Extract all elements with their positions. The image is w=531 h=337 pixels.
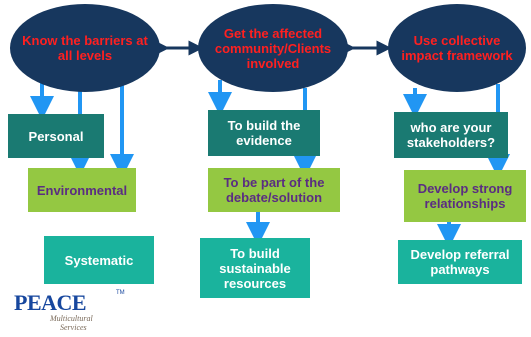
box-personal-text: Personal (28, 128, 84, 144)
box-personal: Personal (8, 114, 104, 158)
box-environmental-text: Environmental (36, 182, 128, 198)
box-referral-pathways-text: Develop referral pathways (410, 247, 510, 277)
oval-barriers: Know the barriers at all levels (10, 4, 160, 92)
oval-barriers-text: Know the barriers at all levels (22, 33, 148, 63)
box-stakeholders: who are your stakeholders? (394, 112, 508, 158)
logo-tm: TM (116, 290, 125, 296)
box-relationships: Develop strong relationships (404, 170, 526, 222)
box-build-evidence: To build the evidence (208, 110, 320, 156)
logo-word: PEACE (14, 290, 87, 315)
logo-subtitle-line1: Multicultural (50, 314, 93, 323)
peace-logo: PEACE TM Multicultural Services (14, 282, 144, 332)
box-sustainable-resources-text: To build sustainable resources (219, 245, 291, 291)
oval-collective-impact-text: Use collective impact framework (401, 33, 513, 63)
box-sustainable-resources: To build sustainable resources (200, 238, 310, 298)
oval-collective-impact: Use collective impact framework (388, 4, 526, 92)
box-stakeholders-text: who are your stakeholders? (406, 120, 496, 150)
oval-community-text: Get the affected community/Clients invol… (214, 25, 332, 71)
box-debate-solution-text: To be part of the debate/solution (223, 175, 325, 205)
box-systematic: Systematic (44, 236, 154, 284)
box-environmental: Environmental (28, 168, 136, 212)
oval-community: Get the affected community/Clients invol… (198, 4, 348, 92)
logo-subtitle: Multicultural Services (50, 314, 93, 332)
logo-subtitle-line2: Services (60, 323, 87, 332)
box-build-evidence-text: To build the evidence (227, 118, 301, 148)
box-relationships-text: Develop strong relationships (417, 181, 513, 211)
box-debate-solution: To be part of the debate/solution (208, 168, 340, 212)
box-referral-pathways: Develop referral pathways (398, 240, 522, 284)
box-systematic-text: Systematic (64, 252, 134, 268)
